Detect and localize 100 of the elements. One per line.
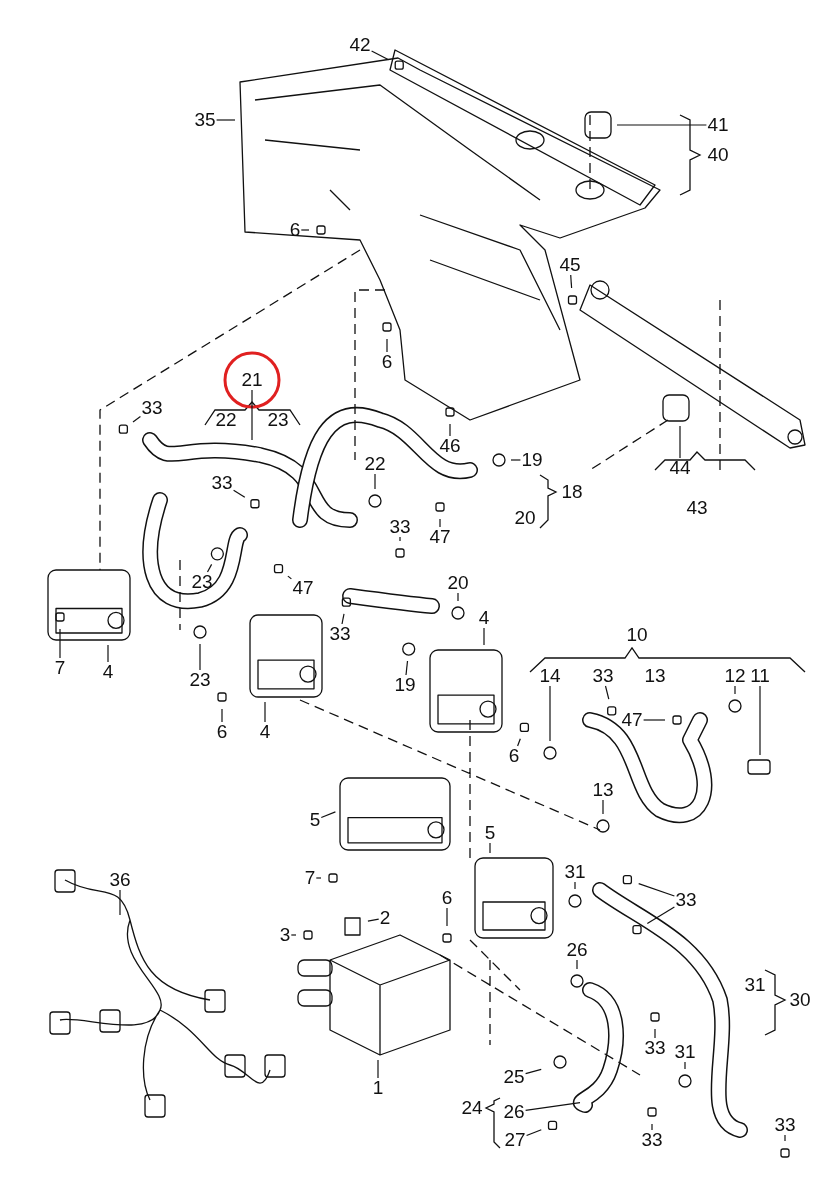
callout-number: 22 xyxy=(363,454,387,474)
callout-number: 31 xyxy=(743,975,767,995)
callout-number: 33 xyxy=(210,473,234,493)
leader-line xyxy=(734,685,736,695)
callout-number: 41 xyxy=(706,115,730,135)
callout-number: 5 xyxy=(483,823,497,843)
callout-number: 4 xyxy=(258,722,272,742)
leader-line xyxy=(377,1059,379,1079)
leader-line xyxy=(679,425,681,459)
callout-number: 47 xyxy=(291,578,315,598)
callout-number: 12 xyxy=(723,666,747,686)
leader-line xyxy=(119,889,121,916)
callout-number: 14 xyxy=(538,666,562,686)
callout-number: 27 xyxy=(503,1130,527,1150)
callout-number: 10 xyxy=(625,625,649,645)
callout-number: 11 xyxy=(749,666,771,686)
leader-line xyxy=(251,389,253,441)
callout-number: 33 xyxy=(591,666,615,686)
callout-number: 4 xyxy=(101,662,115,682)
leader-line xyxy=(439,518,441,528)
leader-line xyxy=(526,1129,542,1137)
callout-number: 23 xyxy=(190,572,214,592)
leader-line xyxy=(367,918,380,922)
callout-number: 21 xyxy=(240,370,264,390)
leader-line xyxy=(233,489,246,498)
leader-line xyxy=(517,738,521,747)
leader-line xyxy=(638,883,675,897)
callout-number: 19 xyxy=(520,450,544,470)
callout-number: 4 xyxy=(477,608,491,628)
leader-line xyxy=(654,1028,656,1039)
leader-line xyxy=(107,644,109,663)
leader-line xyxy=(759,685,761,756)
leader-line xyxy=(341,613,345,625)
callout-number: 46 xyxy=(438,436,462,456)
leader-line xyxy=(287,575,292,580)
leader-line xyxy=(457,592,459,602)
leader-line xyxy=(371,50,390,61)
callout-number: 1 xyxy=(371,1078,385,1098)
callout-number: 18 xyxy=(560,482,584,502)
leader-line xyxy=(399,536,401,542)
callout-number: 26 xyxy=(502,1102,526,1122)
callout-number: 36 xyxy=(108,870,132,890)
leader-line xyxy=(651,1123,653,1131)
leader-line xyxy=(446,907,448,927)
callout-number: 31 xyxy=(563,862,587,882)
leader-line xyxy=(315,877,322,879)
leader-line xyxy=(221,708,223,723)
callout-number: 5 xyxy=(308,810,322,830)
leader-line xyxy=(290,934,297,936)
callout-number: 19 xyxy=(393,675,417,695)
leader-line xyxy=(374,473,376,490)
callout-number: 33 xyxy=(773,1115,797,1135)
leader-line xyxy=(386,338,388,353)
callout-number: 24 xyxy=(460,1098,484,1118)
leader-line xyxy=(549,685,551,742)
callout-number: 7 xyxy=(53,658,67,678)
callout-number: 22 xyxy=(214,410,238,430)
callout-number: 47 xyxy=(620,710,644,730)
callout-number: 45 xyxy=(558,255,582,275)
callout-number: 6 xyxy=(215,722,229,742)
leader-line xyxy=(574,881,576,890)
callout-number: 13 xyxy=(643,666,667,686)
callout-number: 33 xyxy=(643,1038,667,1058)
leader-line xyxy=(570,274,573,289)
leader-line xyxy=(604,685,610,700)
leader-line xyxy=(510,459,521,461)
leader-line xyxy=(489,842,491,854)
callout-number: 23 xyxy=(266,410,290,430)
callout-number: 23 xyxy=(188,670,212,690)
callout-number: 6 xyxy=(380,352,394,372)
leader-line xyxy=(320,811,336,819)
leader-line xyxy=(602,799,604,815)
leader-line xyxy=(132,416,141,423)
leader-line xyxy=(643,719,666,721)
leader-line xyxy=(216,119,236,121)
callout-number: 43 xyxy=(685,498,709,518)
leader-line xyxy=(576,959,578,970)
callout-number: 6 xyxy=(440,888,454,908)
leader-line xyxy=(264,701,266,723)
leader-line xyxy=(616,124,707,126)
leader-line xyxy=(405,660,409,676)
callout-number: 33 xyxy=(640,1130,664,1150)
callout-number: 20 xyxy=(513,508,537,528)
callout-number: 40 xyxy=(706,145,730,165)
callout-number: 33 xyxy=(388,517,412,537)
callout-number: 7 xyxy=(303,868,317,888)
callout-number: 33 xyxy=(328,624,352,644)
callout-number: 20 xyxy=(446,573,470,593)
leader-line xyxy=(646,906,675,924)
leader-line xyxy=(784,1134,786,1142)
leader-line xyxy=(199,643,201,671)
leader-line xyxy=(525,1102,581,1111)
leader-line xyxy=(300,229,310,231)
callout-number: 26 xyxy=(565,940,589,960)
leader-line xyxy=(684,1061,686,1070)
leader-line xyxy=(483,627,485,646)
leader-line xyxy=(59,628,61,659)
callout-number: 3 xyxy=(278,925,292,945)
leader-line xyxy=(525,1068,542,1075)
callout-number: 6 xyxy=(507,746,521,766)
